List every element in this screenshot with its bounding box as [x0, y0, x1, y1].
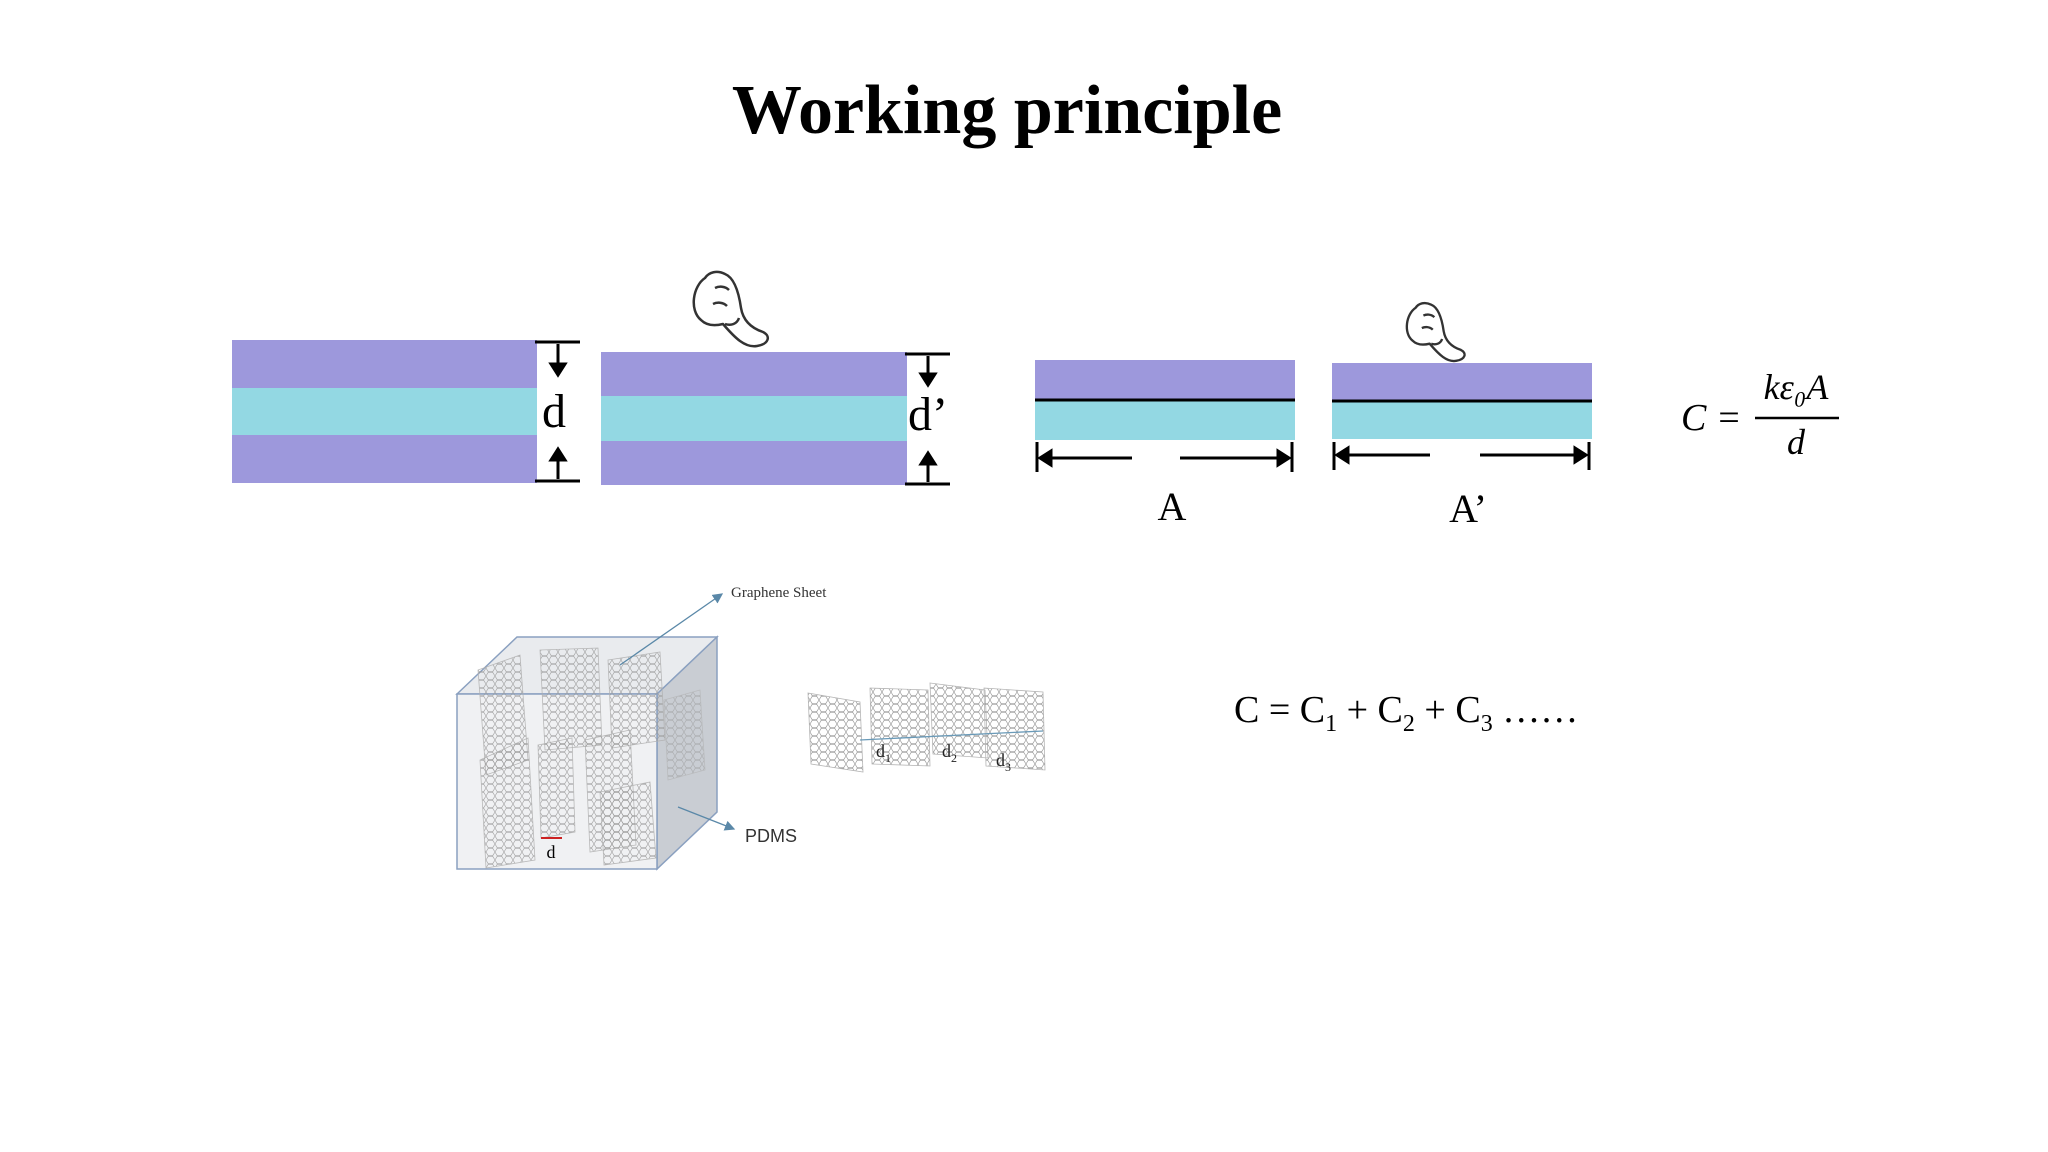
parallel-sheets-diagram: [807, 682, 1046, 773]
pdms-label: PDMS: [745, 826, 797, 846]
dielectric-layer: [601, 396, 907, 441]
bottom-electrode-layer: [601, 441, 907, 485]
thickness-indicator-d: [535, 340, 580, 483]
thickness-label-d: d: [542, 385, 566, 438]
dielectric-layer: [232, 388, 537, 435]
top-electrode-layer: [601, 352, 907, 396]
bottom-plate: [1035, 400, 1295, 440]
area-label-a: A: [1158, 484, 1187, 529]
graphene-pointer-line: [619, 593, 724, 666]
formula-lhs: C =: [1681, 397, 1742, 439]
series-capacitance-formula: C = C1 + C2 + C3 ……: [1234, 689, 1578, 737]
cube-spacing-label: d: [547, 842, 556, 862]
page-title: Working principle: [732, 72, 1282, 149]
layer-stack-uncompressed: [232, 340, 537, 483]
top-plate: [1035, 360, 1295, 400]
plate-pair-area-a-prime: [1332, 363, 1592, 439]
plate-pair-area-a: [1035, 360, 1295, 440]
top-plate: [1332, 363, 1592, 401]
pdms-pointer-line: [677, 806, 736, 831]
width-indicator-a: [1035, 442, 1294, 472]
width-indicator-a-prime: [1332, 442, 1591, 470]
thickness-indicator-d-prime: [905, 352, 950, 486]
formula-denominator: d: [1787, 422, 1806, 462]
bottom-plate: [1332, 401, 1592, 439]
spacing-label-d1: d1: [876, 741, 891, 765]
top-electrode-layer: [232, 340, 537, 388]
spacing-label-d2: d2: [942, 741, 957, 765]
layer-stack-compressed: [601, 352, 907, 485]
graphene-sheets: [477, 647, 706, 869]
pdms-cube-diagram: d Graphene Sheet PDMS: [455, 585, 827, 871]
formula-numerator: kε₀A: [1764, 367, 1830, 407]
spacing-label-d3: d3: [996, 750, 1011, 774]
area-label-a-prime: A’: [1449, 486, 1487, 531]
capacitance-formula: C = kε₀A d: [1681, 367, 1839, 462]
thickness-label-d-prime: d’: [908, 388, 948, 441]
graphene-sheet-label: Graphene Sheet: [731, 585, 827, 601]
pressing-finger-icon: [1405, 301, 1466, 363]
pressing-finger-icon: [692, 270, 770, 348]
bottom-electrode-layer: [232, 435, 537, 483]
